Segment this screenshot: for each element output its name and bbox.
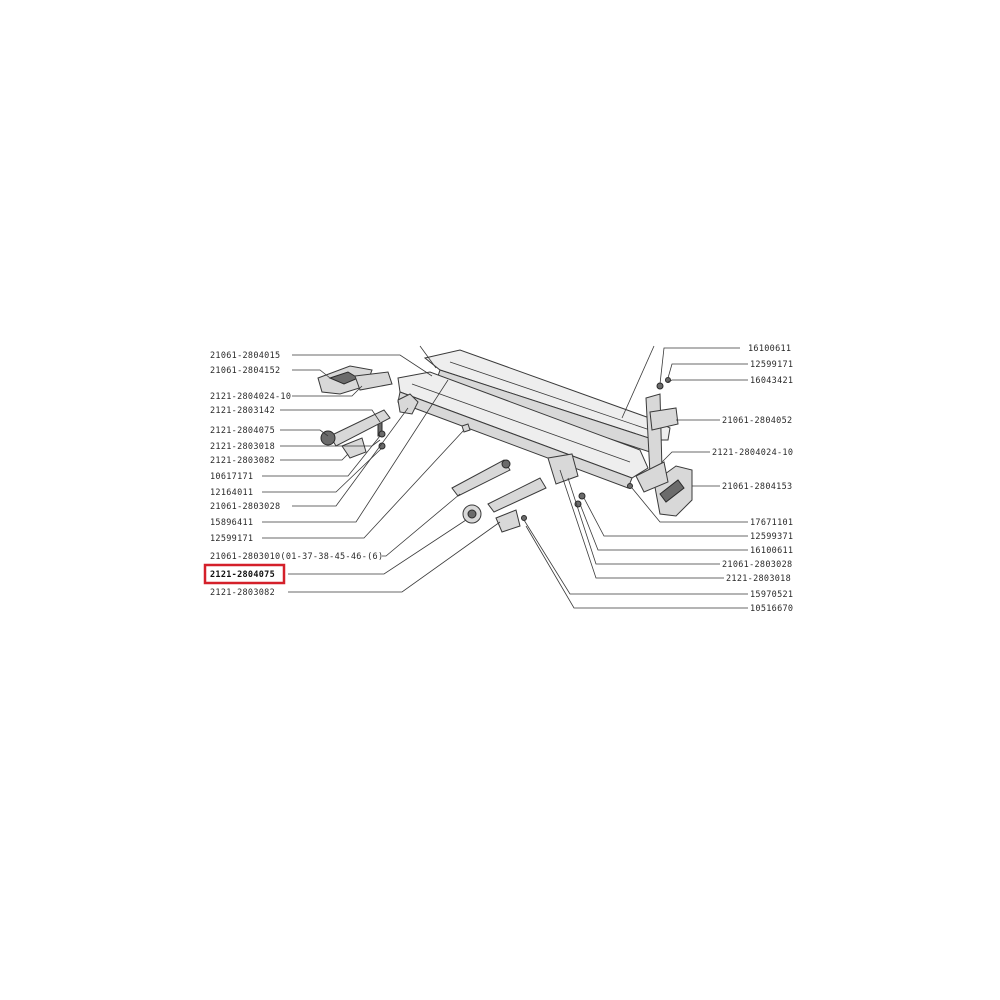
label-left-3: 2121-2803142 bbox=[210, 406, 275, 416]
right-screw bbox=[627, 483, 633, 489]
leader-l3 bbox=[280, 409, 381, 423]
label-right-7: 12599371 bbox=[750, 532, 793, 542]
left-bracket bbox=[354, 371, 393, 391]
label-left-7: 10617171 bbox=[210, 472, 253, 482]
leader-l4 bbox=[280, 429, 329, 437]
leader-r7 bbox=[583, 497, 748, 537]
leader-r6 bbox=[631, 487, 748, 523]
right-vertical-bracket-foot bbox=[635, 461, 669, 493]
label-left-12: 21061-2803010(01-37-38-45-46-(6) bbox=[210, 552, 383, 562]
center-tube-1-end bbox=[501, 459, 511, 469]
leader-l2 bbox=[292, 385, 363, 397]
label-left-4: 2121-2804075 bbox=[210, 426, 275, 436]
leader-r0 bbox=[659, 347, 740, 385]
center-plate bbox=[495, 509, 521, 533]
leader-r4 bbox=[661, 451, 710, 463]
label-right-3: 21061-2804052 bbox=[722, 416, 792, 426]
leader-r2 bbox=[667, 379, 748, 383]
center-plate-bolt bbox=[521, 515, 527, 521]
leader-r1 bbox=[667, 363, 748, 379]
main-bumper-beam-groove bbox=[411, 383, 631, 463]
label-right-9: 21061-2803028 bbox=[722, 560, 792, 570]
label-right-1: 12599171 bbox=[750, 360, 793, 370]
label-left-1: 21061-2804152 bbox=[210, 366, 280, 376]
leader-l8 bbox=[262, 447, 383, 493]
label-right-4: 2121-2804024-10 bbox=[712, 448, 793, 458]
right-strip-bar bbox=[649, 407, 679, 431]
label-right-2: 16043421 bbox=[750, 376, 793, 386]
leader-l1 bbox=[292, 369, 331, 379]
label-left-8: 12164011 bbox=[210, 488, 253, 498]
right-bracket-nut-1 bbox=[578, 492, 586, 500]
label-left-14: 2121-2803082 bbox=[210, 588, 275, 598]
leader-r10 bbox=[559, 469, 724, 579]
leader-top-diag-2 bbox=[621, 345, 655, 419]
part-number-labels: 21061-2804015 21061-2804152 2121-2804024-1… bbox=[210, 344, 793, 614]
left-nut-1 bbox=[378, 430, 386, 438]
leader-l11 bbox=[262, 429, 465, 539]
leader-r9 bbox=[567, 477, 720, 565]
leader-l14 bbox=[288, 521, 501, 593]
labels-left-column: 21061-2804015 21061-2804152 2121-2804024-1… bbox=[210, 351, 383, 598]
leader-l10 bbox=[262, 379, 449, 523]
label-left-9: 21061-2803028 bbox=[210, 502, 280, 512]
leader-l9 bbox=[292, 407, 409, 507]
label-right-12: 10516670 bbox=[750, 604, 793, 614]
leader-top-diag-1 bbox=[419, 345, 437, 369]
label-right-10: 2121-2803018 bbox=[726, 574, 791, 584]
upper-bumper-strip bbox=[449, 361, 651, 431]
leader-r11 bbox=[523, 519, 748, 595]
label-right-8: 16100611 bbox=[750, 546, 793, 556]
leader-r8 bbox=[579, 503, 748, 551]
leader-l13 bbox=[288, 519, 467, 575]
highlight-box bbox=[203, 563, 286, 585]
label-right-11: 15970521 bbox=[750, 590, 793, 600]
label-right-5: 21061-2804153 bbox=[722, 482, 792, 492]
leader-l0 bbox=[292, 354, 433, 377]
label-left-10: 15896411 bbox=[210, 518, 253, 528]
center-bushing-hole bbox=[467, 509, 477, 519]
label-right-0: 16100611 bbox=[748, 344, 791, 354]
label-left-2: 2121-2804024-10 bbox=[210, 392, 291, 402]
leader-l6 bbox=[280, 453, 349, 461]
parts-drawing bbox=[317, 349, 693, 533]
left-arm-tube bbox=[329, 409, 391, 447]
left-small-mount bbox=[397, 393, 419, 415]
label-left-11: 12599171 bbox=[210, 534, 253, 544]
left-bushing bbox=[320, 430, 336, 446]
leader-r12 bbox=[525, 525, 748, 609]
labels-right-column: 16100611 12599171 16043421 21061-2804052 212… bbox=[712, 344, 793, 614]
leader-lines bbox=[262, 345, 748, 609]
left-mount-bracket bbox=[341, 437, 367, 459]
right-vertical-bracket bbox=[645, 393, 663, 475]
label-left-5: 2121-2803018 bbox=[210, 442, 275, 452]
right-end-cap-shadow bbox=[659, 479, 685, 503]
leader-l7 bbox=[262, 435, 381, 477]
center-tube-2 bbox=[487, 477, 547, 513]
right-bracket-nut-2 bbox=[574, 500, 582, 508]
label-left-0: 21061-2804015 bbox=[210, 351, 280, 361]
right-bracket bbox=[547, 453, 579, 485]
leader-l12 bbox=[382, 493, 461, 557]
label-left-6: 2121-2803082 bbox=[210, 456, 275, 466]
label-right-6: 17671101 bbox=[750, 518, 793, 528]
center-tube-1 bbox=[451, 459, 511, 497]
label-left-13: 2121-2804075 bbox=[210, 570, 275, 580]
